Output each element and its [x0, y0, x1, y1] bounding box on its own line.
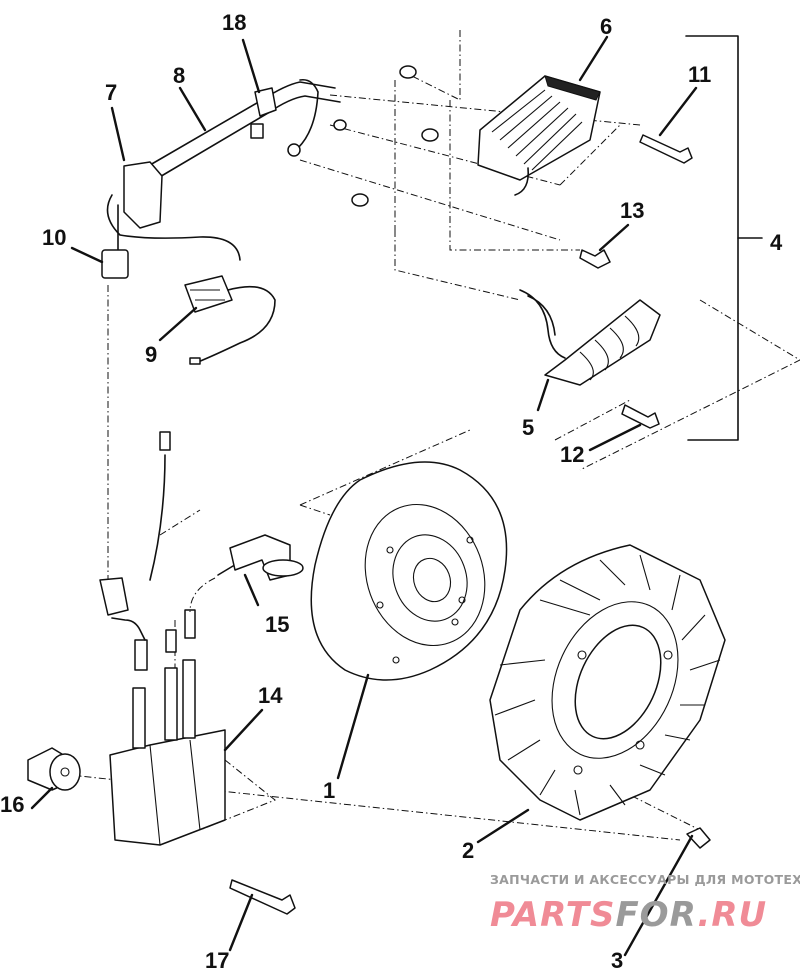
ring-terminal — [287, 143, 301, 157]
watermark: ЗАПЧАСТИ И АКСЕССУАРЫ ДЛЯ МОТОТЕХНИКИ PA… — [490, 872, 800, 935]
watermark-tagline: ЗАПЧАСТИ И АКСЕССУАРЫ ДЛЯ МОТОТЕХНИКИ — [490, 872, 800, 887]
wire-harness — [101, 78, 341, 365]
primary-connector — [99, 577, 129, 616]
watermark-logo-parts: PARTS — [490, 895, 615, 935]
lighting-coil — [519, 289, 661, 386]
callout-3: 3 — [611, 948, 623, 970]
coil-mounting-bolt — [229, 879, 296, 915]
assembly-bracket — [685, 35, 739, 441]
callout-9: 9 — [145, 342, 157, 367]
connector — [101, 249, 129, 279]
screw-13 — [579, 249, 611, 269]
callout-1: 1 — [323, 778, 335, 803]
cooling-fan — [489, 544, 726, 821]
callout-17: 17 — [205, 948, 229, 970]
callout-7: 7 — [105, 80, 117, 105]
stator-plate — [310, 461, 508, 681]
rubber-bushing — [27, 747, 81, 791]
callout-18: 18 — [222, 10, 246, 35]
callout-4: 4 — [770, 230, 783, 255]
screw-11 — [639, 134, 693, 164]
callout-8: 8 — [173, 63, 185, 88]
charging-coil — [477, 75, 601, 196]
callout-11: 11 — [688, 62, 711, 87]
watermark-logo-for: FOR — [615, 895, 697, 935]
watermark-logo-ru: .RU — [697, 895, 767, 935]
callout-10: 10 — [42, 225, 66, 250]
callout-labels: 1 2 3 4 5 6 7 8 9 10 11 12 13 14 15 16 1… — [0, 10, 783, 970]
spacer-bushings — [333, 65, 439, 207]
callout-16: 16 — [0, 792, 24, 817]
callout-6: 6 — [600, 14, 612, 39]
fan-bolt — [686, 827, 711, 849]
watermark-logo: PARTSFOR.RU — [490, 895, 767, 935]
callout-15: 15 — [265, 612, 289, 637]
multi-pin-connector — [184, 275, 233, 313]
screw-12 — [621, 404, 660, 429]
ignition-coil — [99, 431, 226, 846]
callout-2: 2 — [462, 838, 474, 863]
spark-plug-cap — [189, 534, 304, 613]
callout-12: 12 — [560, 442, 584, 467]
cable-clip-bracket — [250, 123, 264, 139]
primary-terminal — [159, 431, 171, 451]
cable-clip — [254, 87, 277, 117]
bullet-terminal — [189, 357, 201, 365]
callout-5: 5 — [522, 415, 534, 440]
leader-lines — [30, 35, 698, 957]
callout-13: 13 — [620, 198, 644, 223]
callout-14: 14 — [258, 683, 283, 708]
harness-clamp — [123, 161, 163, 229]
coil-screws — [579, 134, 693, 429]
